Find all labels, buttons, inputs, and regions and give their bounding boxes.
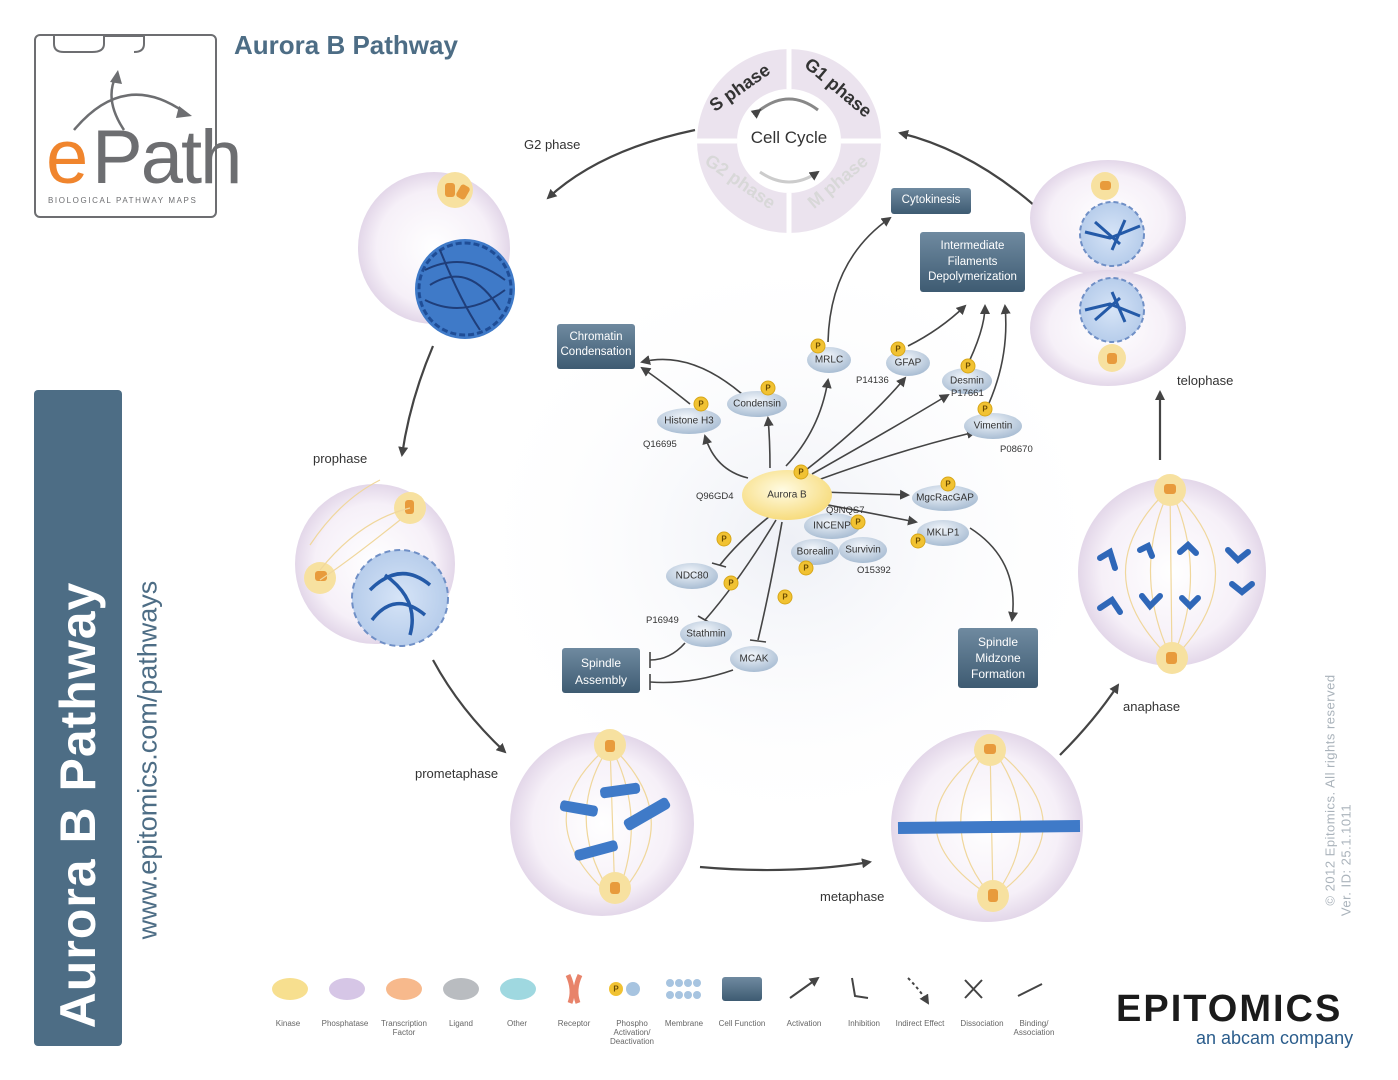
prometaphase-label: prometaphase <box>415 766 499 781</box>
epitomics-logo: EPITOMICS <box>1116 988 1343 1030</box>
spindle-assembly-line1: Spindle <box>580 656 622 670</box>
phospho-p-label: P <box>815 341 821 351</box>
spindle-midzone-line3: Formation <box>970 667 1026 681</box>
abcam-subtitle: an abcam company <box>1196 1028 1354 1048</box>
legend-other: Other <box>506 1019 527 1028</box>
mgcracgap-label: MgcRacGAP <box>916 492 974 504</box>
aurora-b-id: Q96GD4 <box>696 491 734 502</box>
if-depolymerization-box: Intermediate Filaments Depolymerization <box>920 239 1025 286</box>
chromatin-condensation-line1: Chromatin <box>569 331 623 343</box>
spindle-assembly-line2: Assembly <box>574 673 627 687</box>
sidebar <box>34 390 122 1046</box>
phospho-p-label: P <box>945 479 951 489</box>
legend-inhibition: Inhibition <box>847 1019 881 1028</box>
phospho-p-label: P <box>613 984 619 994</box>
legend-receptor: Receptor <box>557 1019 591 1028</box>
legend-phospho: Phospho Activation/ Deactivation <box>609 1019 655 1047</box>
phospho-p-label: P <box>721 534 727 544</box>
phospho-p-label: P <box>698 399 704 409</box>
phospho-p-label: P <box>982 404 988 414</box>
spindle-midzone-box: Spindle Midzone Formation <box>958 634 1038 682</box>
legend-dissociation: Dissociation <box>960 1019 1004 1028</box>
vimentin-id: P08670 <box>1000 444 1033 455</box>
phospho-p-label: P <box>798 467 804 477</box>
legend-icons <box>272 973 1043 1005</box>
phospho-p-label: P <box>915 536 921 546</box>
function-boxes <box>557 188 1038 693</box>
histone-h3-label: Histone H3 <box>664 415 714 427</box>
epath-logo-arrows <box>53 35 192 131</box>
mcak-label: MCAK <box>739 653 769 665</box>
prometaphase-cell <box>510 729 694 916</box>
phospho-p-label: P <box>765 383 771 393</box>
mrlc-label: MRLC <box>814 354 844 366</box>
legend-kinase: Kinase <box>275 1019 301 1028</box>
prophase-label: prophase <box>313 451 368 466</box>
legend-phosphatase: Phosphatase <box>321 1019 369 1028</box>
anaphase-label: anaphase <box>1123 699 1181 714</box>
phospho-p-label: P <box>855 517 861 527</box>
gfap-id: P14136 <box>856 375 889 386</box>
g2-cell <box>358 172 515 339</box>
protein-nodes <box>657 347 1022 672</box>
legend-ligand: Ligand <box>448 1019 474 1028</box>
survivin-id: O15392 <box>857 565 891 576</box>
chromatin-condensation-box: Chromatin Condensation <box>557 330 635 360</box>
version-text: Ver. ID: 25.1.1011 <box>1338 803 1354 917</box>
if-depolymerization-line2: Filaments <box>947 255 998 268</box>
legend-activation: Activation <box>786 1019 822 1028</box>
if-depolymerization-line1: Intermediate <box>940 240 1005 252</box>
metaphase-cell <box>891 730 1083 922</box>
desmin-label: Desmin <box>950 375 984 387</box>
legend-transcription-factor: Transcription Factor <box>381 1019 427 1038</box>
logo-subtitle: BIOLOGICAL PATHWAY MAPS <box>48 196 198 205</box>
borealin-label: Borealin <box>796 546 834 558</box>
survivin-label: Survivin <box>845 544 881 556</box>
legend-membrane: Membrane <box>664 1019 704 1028</box>
cell-cycle-wheel <box>697 49 881 233</box>
if-depolymerization-line3: Depolymerization <box>928 271 1017 283</box>
desmin-id: P17661 <box>951 388 984 399</box>
telophase-label: telophase <box>1177 373 1234 388</box>
stathmin-id: P16949 <box>646 615 679 626</box>
legend-cell-function: Cell Function <box>718 1019 766 1028</box>
gfap-label: GFAP <box>894 357 922 369</box>
condensin-label: Condensin <box>733 398 781 410</box>
chromatin-condensation-line2: Condensation <box>560 346 632 358</box>
cell-cycle-label: Cell Cycle <box>750 128 828 147</box>
phospho-p-label: P <box>803 563 809 573</box>
incenp-label: INCENP <box>813 520 851 532</box>
phospho-markers <box>693 338 993 605</box>
legend-indirect-effect: Indirect Effect <box>895 1019 945 1028</box>
phospho-p-label: P <box>782 592 788 602</box>
telophase-cells <box>1030 160 1186 386</box>
stathmin-label: Stathmin <box>686 628 726 640</box>
aurora-b-node <box>742 470 832 520</box>
logo-path: Path <box>92 115 242 200</box>
epath-logo <box>34 34 217 218</box>
metaphase-label: metaphase <box>820 889 885 904</box>
ndc80-label: NDC80 <box>675 570 709 582</box>
prophase-cell <box>295 479 455 647</box>
spindle-midzone-line1: Spindle <box>977 635 1019 649</box>
cytokinesis-box: Cytokinesis <box>901 194 961 206</box>
incenp-id: Q9NQS7 <box>826 505 865 516</box>
anaphase-cell <box>1078 474 1266 674</box>
histone-h3-id: Q16695 <box>643 439 677 450</box>
phospho-p-label: P <box>965 361 971 371</box>
mklp1-label: MKLP1 <box>926 527 960 539</box>
aurora-b-label: Aurora B <box>767 489 807 501</box>
g2-phase-label: G2 phase <box>524 137 581 152</box>
vimentin-label: Vimentin <box>973 420 1013 432</box>
page-title: Aurora B Pathway <box>234 30 458 60</box>
phospho-p-label: P <box>728 578 734 588</box>
logo-e: e <box>46 115 89 200</box>
legend-binding: Binding/ Association <box>1013 1019 1055 1038</box>
spindle-assembly-box: Spindle Assembly <box>562 655 640 689</box>
copyright-text: © 2012 Epitomics. All rights reserved <box>1322 674 1338 906</box>
spindle-midzone-line2: Midzone <box>975 651 1021 665</box>
phospho-p-label: P <box>895 344 901 354</box>
